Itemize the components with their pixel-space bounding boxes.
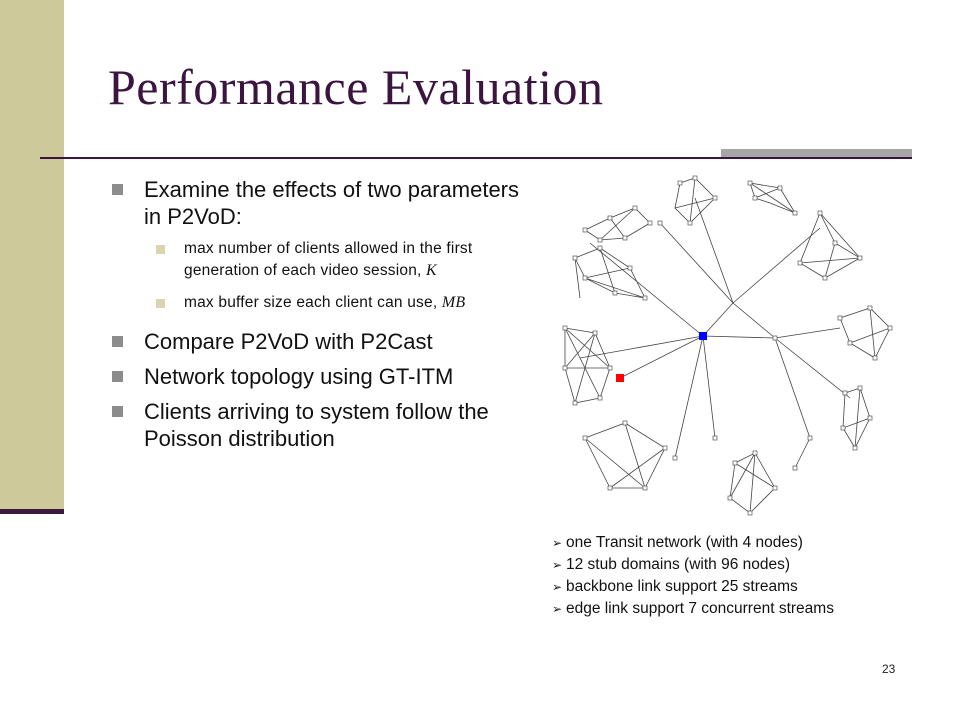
note-edge-link: edge link support 7 concurrent streams [552, 598, 834, 620]
topology-edges [564, 177, 891, 514]
note-backbone: backbone link support 25 streams [552, 576, 834, 598]
var-mb: MB [441, 294, 466, 311]
bullet-compare: Compare P2VoD with P2Cast [108, 328, 538, 355]
sub-bullet-k-text: max number of clients allowed in the fir… [184, 240, 473, 279]
note-stub-domains: 12 stub domains (with 96 nodes) [552, 554, 834, 576]
topology-nodes [562, 175, 893, 516]
highlight-node-red [616, 374, 624, 382]
slide-title: Performance Evaluation [108, 59, 604, 115]
side-bar-foot [0, 509, 64, 514]
page-number: 23 [882, 662, 896, 676]
bullet-list: Examine the effects of two parameters in… [108, 176, 538, 460]
network-topology-diagram [562, 175, 893, 516]
sub-bullet-mb-text: max buffer size each client can use, [184, 294, 442, 311]
sub-bullet-mb: max buffer size each client can use, MB [108, 292, 538, 314]
note-transit: one Transit network (with 4 nodes) [552, 532, 834, 554]
sub-bullet-k: max number of clients allowed in the fir… [108, 238, 538, 282]
side-bar [0, 0, 64, 512]
bullet-poisson: Clients arriving to system follow the Po… [108, 398, 538, 452]
title-rule-accent [721, 149, 912, 157]
topology-notes: one Transit network (with 4 nodes) 12 st… [552, 532, 834, 620]
bullet-examine: Examine the effects of two parameters in… [108, 176, 538, 230]
highlight-node-blue [699, 332, 707, 340]
var-k: K [426, 262, 437, 279]
title-rule [40, 157, 912, 159]
bullet-topology: Network topology using GT-ITM [108, 363, 538, 390]
